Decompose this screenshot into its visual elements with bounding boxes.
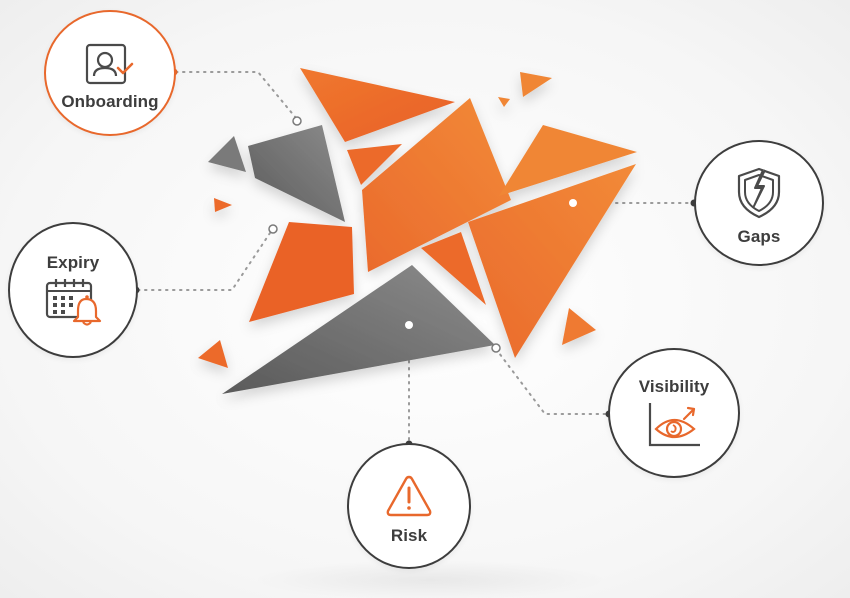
node-label: Visibility <box>638 376 710 396</box>
eye-chart-icon <box>648 402 700 446</box>
calendar-bell-icon <box>45 278 102 326</box>
broken-shield-icon <box>737 167 781 218</box>
shard-orange-right-top <box>499 125 637 196</box>
anchor-visibility-inner <box>491 343 501 353</box>
shard-gray-quad <box>248 125 345 222</box>
shard-orange-right-big <box>468 164 636 358</box>
node-onboarding: Onboarding <box>44 10 176 136</box>
node-label: Risk <box>390 525 428 545</box>
anchor-onboarding-inner <box>292 116 302 126</box>
anchor-risk-inner <box>405 321 413 329</box>
connector-onboarding <box>175 71 297 119</box>
anchor-expiry-inner <box>268 224 278 234</box>
node-label: Gaps <box>737 226 781 246</box>
floor-shadow <box>250 560 610 598</box>
node-visibility: Visibility <box>608 348 740 478</box>
shard-orange-small-right <box>562 308 596 345</box>
user-check-icon <box>85 43 134 84</box>
shards <box>198 68 637 394</box>
shard-orange-tiny-1 <box>520 72 552 97</box>
shard-gray-small <box>208 136 246 172</box>
shard-orange-top <box>300 68 455 142</box>
node-risk: Risk <box>347 443 471 569</box>
anchor-gaps-inner <box>569 199 577 207</box>
shard-orange-tiny-2 <box>498 97 510 107</box>
warning-triangle-icon <box>386 475 432 516</box>
node-label: Onboarding <box>61 91 159 111</box>
connector-expiry <box>137 229 273 291</box>
connector-visibility <box>495 348 610 415</box>
shard-orange-small-bottom <box>198 340 228 368</box>
shard-orange-left-quad <box>249 222 354 322</box>
node-gaps: Gaps <box>694 140 824 266</box>
shard-orange-center <box>362 98 511 272</box>
connector-lines <box>137 71 694 447</box>
shard-orange-mid-wedge <box>421 232 486 305</box>
shard-gray-bottom <box>222 265 495 394</box>
node-label: Expiry <box>46 252 100 272</box>
shard-orange-wedge <box>347 144 402 185</box>
node-expiry: Expiry <box>8 222 138 358</box>
shard-orange-small-left <box>214 198 232 212</box>
